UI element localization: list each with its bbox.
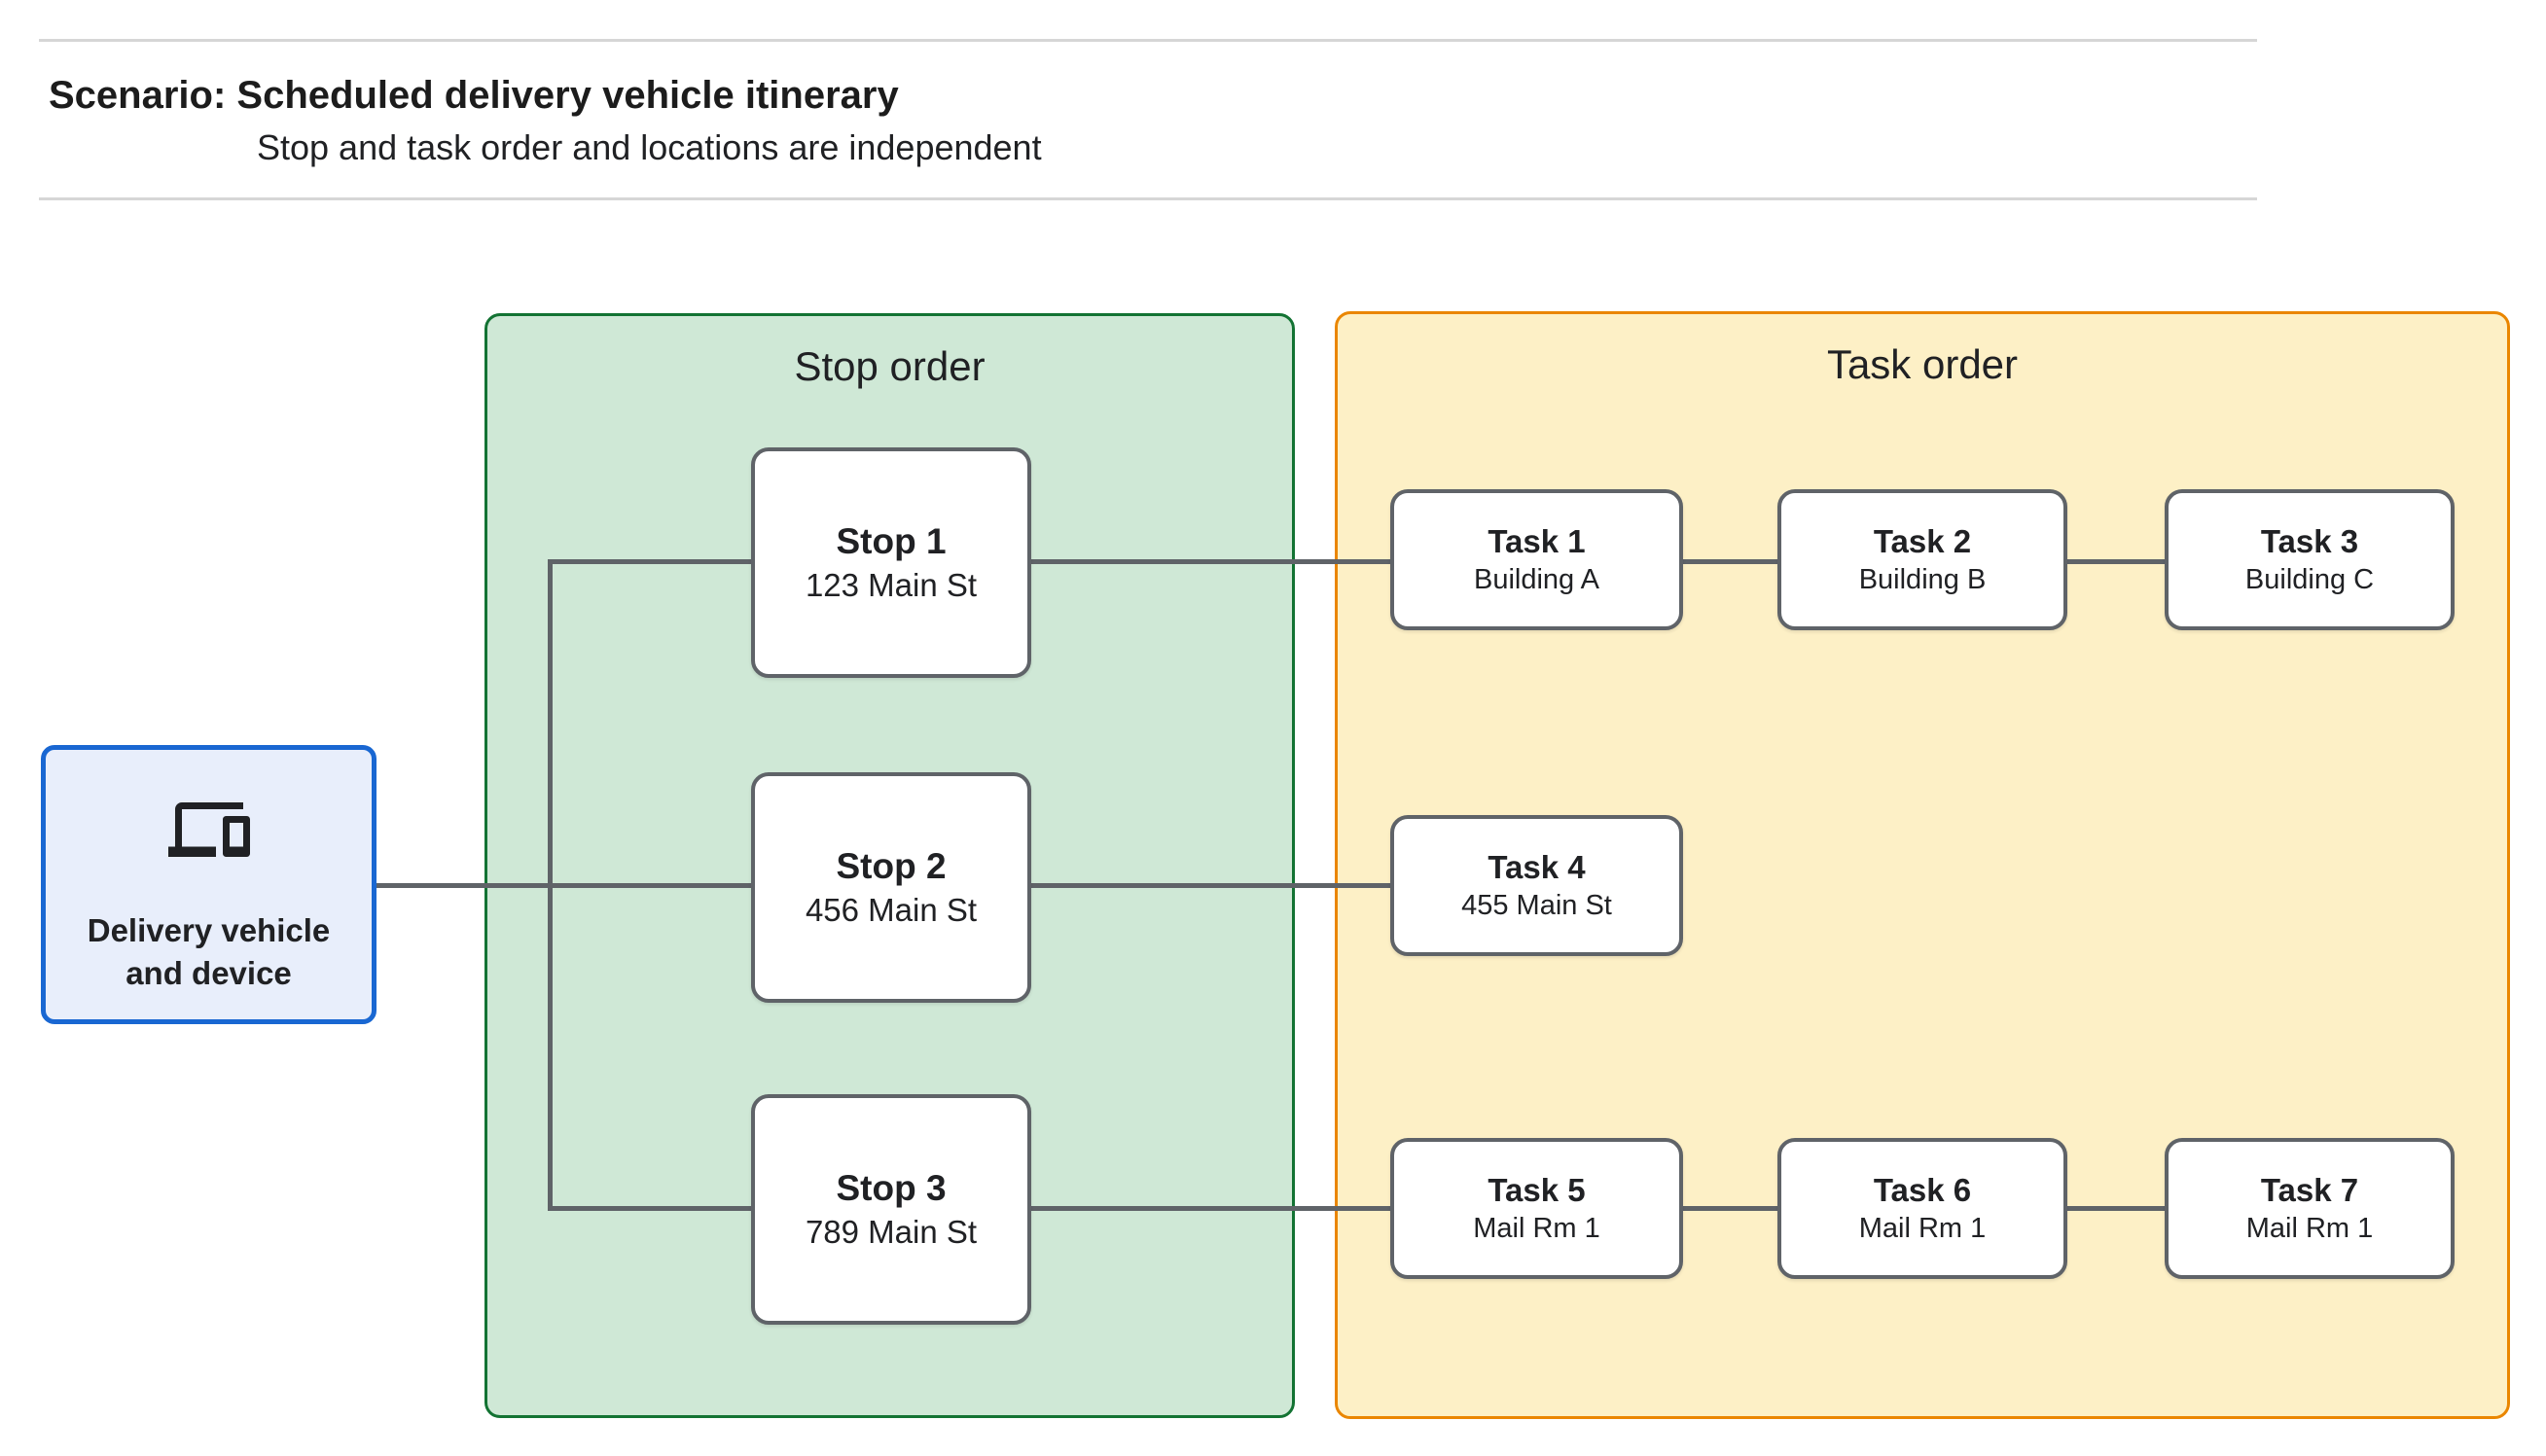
connector-task1-to-task2 — [1683, 559, 1777, 564]
stop-3-node: Stop 3 789 Main St — [751, 1094, 1031, 1325]
task-4-title: Task 4 — [1488, 848, 1586, 885]
task-3-title: Task 3 — [2260, 522, 2359, 559]
stop-order-panel-title: Stop order — [794, 343, 986, 389]
stop-1-node: Stop 1 123 Main St — [751, 447, 1031, 678]
page-subtitle: Stop and task order and locations are in… — [257, 127, 1042, 167]
connector-task2-to-task3 — [2067, 559, 2165, 564]
connector-stop2-to-task4 — [1031, 883, 1390, 888]
task-3-location: Building C — [2244, 563, 2375, 595]
connector-trunk-to-stop1 — [548, 559, 751, 564]
stop-2-node: Stop 2 456 Main St — [751, 772, 1031, 1003]
task-2-title: Task 2 — [1873, 522, 1972, 559]
task-6-location: Mail Rm 1 — [1858, 1212, 1987, 1244]
task-5-title: Task 5 — [1488, 1171, 1586, 1208]
connector-source-to-stop2 — [377, 883, 751, 888]
devices-icon — [167, 802, 250, 857]
connector-task6-to-task7 — [2067, 1206, 2165, 1211]
connector-task5-to-task6 — [1683, 1206, 1777, 1211]
task-6-node: Task 6 Mail Rm 1 — [1777, 1138, 2067, 1279]
stop-1-title: Stop 1 — [836, 520, 947, 561]
task-4-node: Task 4 455 Main St — [1390, 815, 1683, 956]
task-7-location: Mail Rm 1 — [2245, 1212, 2374, 1244]
stop-1-address: 123 Main St — [805, 566, 978, 603]
connector-trunk-vertical — [548, 559, 553, 1211]
task-2-node: Task 2 Building B — [1777, 489, 2067, 630]
task-5-node: Task 5 Mail Rm 1 — [1390, 1138, 1683, 1279]
task-1-node: Task 1 Building A — [1390, 489, 1683, 630]
task-7-title: Task 7 — [2260, 1171, 2359, 1208]
connector-stop3-to-task5 — [1031, 1206, 1390, 1211]
connector-trunk-to-stop3 — [548, 1206, 751, 1211]
task-6-title: Task 6 — [1873, 1171, 1972, 1208]
connector-stop1-to-task1 — [1031, 559, 1390, 564]
stop-3-address: 789 Main St — [805, 1213, 978, 1250]
task-4-location: 455 Main St — [1461, 889, 1612, 921]
task-1-title: Task 1 — [1488, 522, 1586, 559]
stop-2-title: Stop 2 — [836, 845, 947, 886]
stop-2-address: 456 Main St — [805, 891, 978, 928]
task-order-panel-title: Task order — [1826, 341, 2019, 387]
task-7-node: Task 7 Mail Rm 1 — [2165, 1138, 2455, 1279]
delivery-vehicle-label: Delivery vehicle and device — [87, 912, 331, 991]
divider-top — [39, 39, 2257, 42]
delivery-vehicle-node: Delivery vehicle and device — [41, 745, 377, 1024]
stop-3-title: Stop 3 — [836, 1167, 947, 1208]
page-title: Scenario: Scheduled delivery vehicle iti… — [49, 74, 899, 117]
task-1-location: Building A — [1474, 563, 1599, 595]
task-5-location: Mail Rm 1 — [1473, 1212, 1600, 1244]
divider-bottom — [39, 197, 2257, 200]
task-2-location: Building B — [1858, 563, 1987, 595]
task-3-node: Task 3 Building C — [2165, 489, 2455, 630]
